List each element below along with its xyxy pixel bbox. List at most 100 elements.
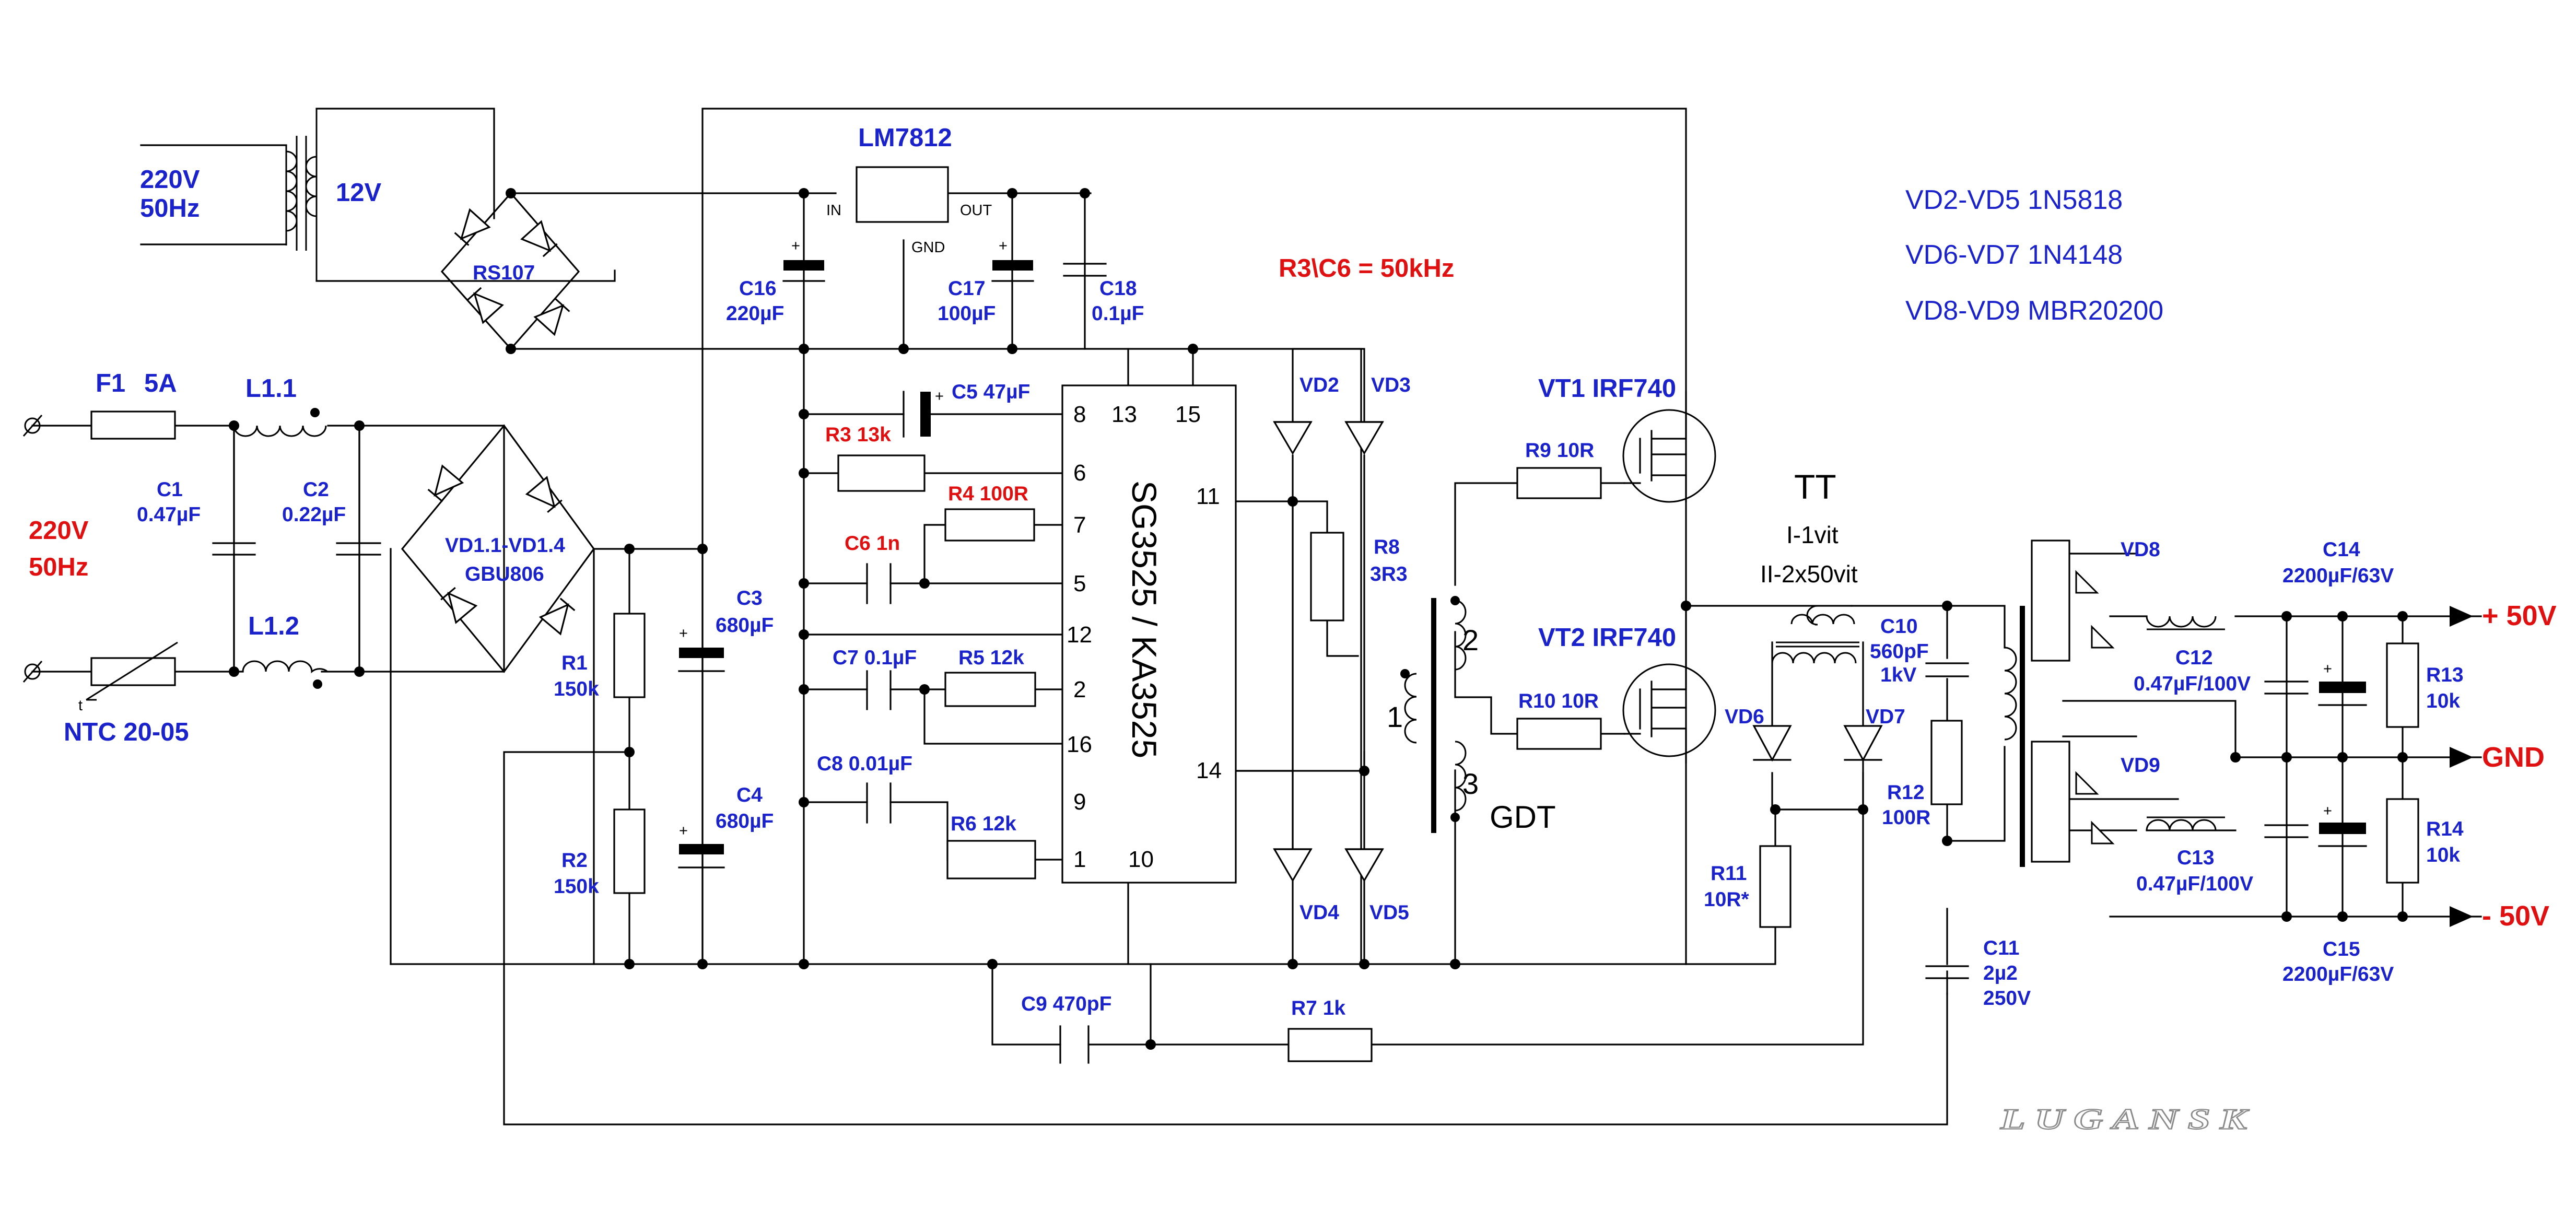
fuse-value: 5A bbox=[144, 369, 177, 397]
c1-value: 0.47µF bbox=[137, 503, 201, 526]
c6-label: C6 1n bbox=[845, 532, 900, 555]
r9-label: R9 10R bbox=[1525, 439, 1594, 462]
c16-plus: + bbox=[791, 238, 800, 254]
r14-value: 10k bbox=[2426, 844, 2460, 866]
aux-capacitors bbox=[782, 260, 1107, 282]
regulator-gnd-pin: GND bbox=[911, 239, 945, 256]
c15-plus: + bbox=[2323, 803, 2332, 819]
pin-9: 9 bbox=[1073, 789, 1086, 815]
pin-6: 6 bbox=[1073, 460, 1086, 486]
driver-diodes-and-r8 bbox=[1273, 421, 1384, 883]
c11-value: 2µ2 bbox=[1983, 962, 2018, 984]
r1-name: R1 bbox=[561, 652, 588, 674]
vd3-label: VD3 bbox=[1371, 374, 1411, 396]
pin-2: 2 bbox=[1073, 677, 1086, 702]
regulator-in-pin: IN bbox=[826, 202, 841, 219]
r13-value: 10k bbox=[2426, 690, 2460, 712]
output-rectifier bbox=[2031, 539, 2473, 927]
pin-13: 13 bbox=[1111, 402, 1137, 427]
c4-name: C4 bbox=[736, 784, 763, 806]
bulk-caps-and-resistors bbox=[613, 613, 725, 894]
c3-value: 680µF bbox=[716, 614, 774, 637]
vt2-label: VT2 IRF740 bbox=[1538, 624, 1676, 652]
pin-10: 10 bbox=[1128, 847, 1154, 872]
input-filter-parts bbox=[22, 408, 381, 701]
driver-labels: VD2 VD3 VD4 VD5 R8 3R3 GDT 1 2 3 VT1 IRF… bbox=[1299, 374, 1676, 924]
r6-label: R6 12k bbox=[951, 813, 1016, 835]
r12-name: R12 bbox=[1887, 781, 1925, 804]
controller-chip-name: SG3525 / KA3525 bbox=[1125, 480, 1164, 758]
aux-secondary-voltage: 12V bbox=[336, 179, 382, 207]
vd2-label: VD2 bbox=[1299, 374, 1339, 396]
regulator-label: LM7812 bbox=[858, 124, 952, 152]
vt1-label: VT1 IRF740 bbox=[1538, 374, 1676, 403]
c15-name: C15 bbox=[2323, 938, 2360, 960]
controller-labels: SG3525 / KA3525 8 13 15 6 7 5 12 2 16 9 … bbox=[817, 254, 1454, 1019]
note-2: VD6-VD7 1N4148 bbox=[1905, 240, 2123, 270]
tt-primary-turns: I-1vit bbox=[1786, 521, 1839, 548]
vd8-label: VD8 bbox=[2121, 538, 2160, 561]
gdt-winding-2: 2 bbox=[1462, 624, 1479, 656]
main-bridge-gbu806 bbox=[401, 424, 595, 673]
c13-value: 0.47µF/100V bbox=[2136, 873, 2253, 895]
c10-rating: 1kV bbox=[1880, 664, 1916, 686]
ntc-t: t bbox=[78, 697, 83, 714]
regulator-lm7812 bbox=[856, 166, 949, 223]
r1-value: 150k bbox=[554, 678, 599, 700]
c14-plus: + bbox=[2323, 661, 2332, 677]
c2-name: C2 bbox=[303, 478, 329, 501]
r3-label: R3 13k bbox=[825, 424, 891, 446]
pin-14: 14 bbox=[1196, 758, 1222, 783]
r8-value: 3R3 bbox=[1370, 563, 1408, 585]
c16-name: C16 bbox=[739, 277, 777, 300]
c15-value: 2200µF/63V bbox=[2282, 963, 2394, 986]
ntc-label: NTC 20-05 bbox=[64, 718, 189, 746]
pin-12: 12 bbox=[1067, 622, 1092, 648]
c4-plus: + bbox=[679, 823, 688, 839]
c4-value: 680µF bbox=[716, 810, 774, 832]
c8-label: C8 0.01µF bbox=[817, 753, 912, 775]
output-gnd: GND bbox=[2482, 742, 2545, 773]
c3-name: C3 bbox=[736, 587, 763, 609]
pin-1: 1 bbox=[1073, 847, 1086, 872]
c17-value: 100µF bbox=[938, 302, 996, 325]
pin-5: 5 bbox=[1073, 571, 1086, 596]
pin-11: 11 bbox=[1196, 484, 1220, 509]
gdt-winding-3: 3 bbox=[1462, 767, 1479, 800]
c14-value: 2200µF/63V bbox=[2282, 565, 2394, 587]
c7-label: C7 0.1µF bbox=[833, 647, 917, 669]
c1-name: C1 bbox=[157, 478, 183, 501]
c11-name: C11 bbox=[1983, 937, 2019, 959]
mains-voltage: 220V bbox=[29, 517, 89, 545]
c3-plus: + bbox=[679, 625, 688, 642]
r4-label: R4 100R bbox=[948, 483, 1028, 505]
r7-label: R7 1k bbox=[1291, 997, 1345, 1019]
c2-value: 0.22µF bbox=[282, 503, 346, 526]
c11-rating: 250V bbox=[1983, 987, 2031, 1010]
c18-value: 0.1µF bbox=[1092, 302, 1144, 325]
c13-name: C13 bbox=[2177, 847, 2215, 869]
regulator-out-pin: OUT bbox=[960, 202, 992, 219]
c12-name: C12 bbox=[2175, 647, 2213, 669]
vd6-label: VD6 bbox=[1725, 706, 1764, 728]
mains-frequency: 50Hz bbox=[29, 553, 88, 581]
r8-name: R8 bbox=[1374, 536, 1400, 558]
pin-8: 8 bbox=[1073, 402, 1086, 427]
aux-primary-frequency: 50Hz bbox=[140, 194, 200, 222]
vd7-label: VD7 bbox=[1866, 706, 1905, 728]
l1-2-label: L1.2 bbox=[248, 612, 299, 640]
frequency-note: R3\C6 = 50kHz bbox=[1279, 254, 1454, 283]
pin-15: 15 bbox=[1175, 402, 1201, 427]
timing-components bbox=[837, 391, 1373, 1064]
controller-ic bbox=[1061, 384, 1237, 884]
gate-drive-transformer bbox=[1400, 596, 1467, 833]
c5-plus: + bbox=[935, 388, 944, 405]
r13-name: R13 bbox=[2426, 664, 2464, 686]
wiring bbox=[31, 108, 2482, 1125]
c18-name: C18 bbox=[1099, 277, 1137, 300]
tt-label: TT bbox=[1794, 467, 1836, 506]
r2-value: 150k bbox=[554, 875, 599, 898]
aux-primary-voltage: 220V bbox=[140, 166, 200, 194]
note-1: VD2-VD5 1N5818 bbox=[1905, 185, 2123, 215]
